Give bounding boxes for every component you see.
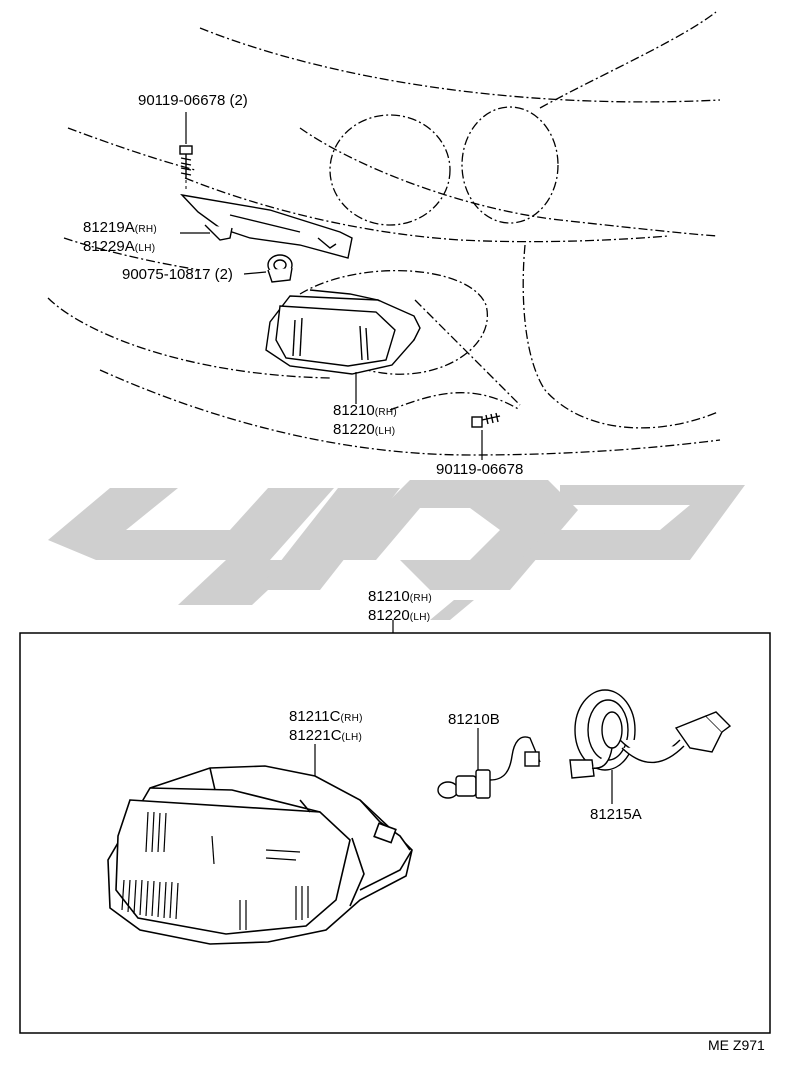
fog-lamp-small-icon <box>265 289 421 375</box>
part-number-unit-lh: 81221C <box>289 727 342 744</box>
label-lamp-unit: 81211C(RH) 81221C(LH) <box>289 708 363 746</box>
side-rh: (RH) <box>134 224 158 235</box>
clip-90075-icon <box>267 254 293 283</box>
label-assembly: 81210(RH) 81220(LH) <box>368 588 432 626</box>
side-rh: (RH) <box>374 407 398 418</box>
part-number-assy-rh: 81210 <box>368 588 410 605</box>
part-number-bracket-lh: 81229A <box>83 238 135 255</box>
socket-81215a-icon <box>569 689 732 779</box>
side-lh: (LH) <box>374 426 396 437</box>
vehicle-body-outline <box>47 11 721 456</box>
lens-pattern <box>121 811 309 930</box>
part-number-unit-rh: 81211C <box>289 708 341 725</box>
bolt-90119-icon <box>179 145 193 178</box>
side-lh: (LH) <box>341 732 363 743</box>
label-socket: 81215A <box>590 806 642 823</box>
watermark-logo <box>48 480 745 620</box>
side-rh: (RH) <box>409 593 433 604</box>
part-number-bracket-rh: 81219A <box>83 219 135 236</box>
reference-code: ME Z971 <box>708 1037 765 1053</box>
side-lh: (LH) <box>134 243 156 254</box>
part-number-lamp-rh: 81210 <box>333 402 375 419</box>
assembly-box <box>19 632 771 1034</box>
label-bracket: 81219A(RH) 81229A(LH) <box>83 219 157 257</box>
side-lh: (LH) <box>409 612 431 623</box>
bracket-81219a-icon <box>180 193 353 259</box>
part-number-assy-lh: 81220 <box>368 607 410 624</box>
label-bulb: 81210B <box>448 711 500 728</box>
side-rh: (RH) <box>340 713 363 724</box>
bolt-90119-lower-icon <box>471 412 501 428</box>
label-bolt-bottom: 90119-06678 <box>436 461 524 478</box>
fog-lamp-unit-icon <box>107 765 413 945</box>
bulb-81210b-icon <box>437 736 541 799</box>
label-bolt-top: 90119-06678 (2) <box>138 92 248 109</box>
label-lamp-small: 81210(RH) 81220(LH) <box>333 402 397 440</box>
headlamp-outline <box>329 106 559 226</box>
label-clip: 90075-10817 (2) <box>122 266 233 283</box>
part-number-lamp-lh: 81220 <box>333 421 375 438</box>
